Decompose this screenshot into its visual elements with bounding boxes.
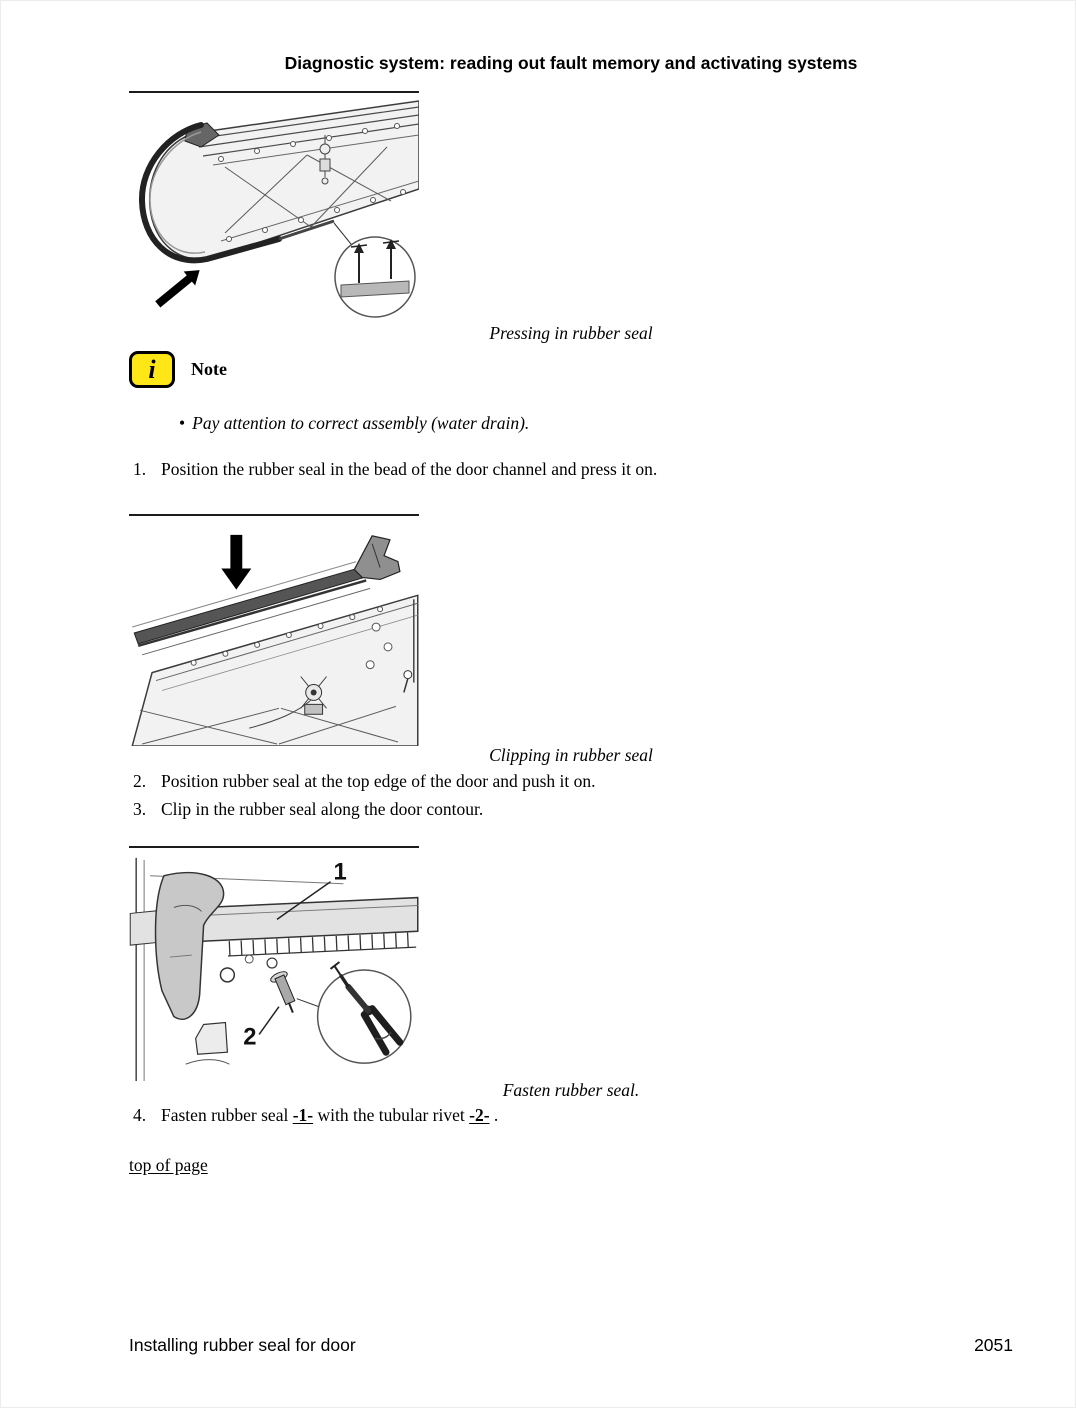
figure-caption: Fasten rubber seal.	[502, 1080, 640, 1100]
note-text: Pay attention to correct assembly (water…	[192, 413, 530, 433]
page-number: 2051	[974, 1335, 1013, 1355]
step-number: 2.	[133, 771, 147, 791]
door-body-drawing	[131, 594, 419, 746]
bullet-marker: •	[179, 413, 186, 433]
door-panel-drawing	[148, 100, 419, 260]
callout-link-1[interactable]: -1-	[292, 1105, 314, 1125]
step-text-part: .	[489, 1105, 499, 1125]
footer-section-title: Installing rubber seal for door	[129, 1335, 356, 1355]
note-bullet-item: • Pay attention to correct assembly (wate…	[179, 413, 529, 434]
step-text: Fasten rubber seal -1- with the tubular …	[161, 1105, 498, 1126]
top-of-page-link[interactable]: top of page	[129, 1155, 208, 1175]
window-regulator-detail	[319, 135, 331, 185]
window-regulator-detail	[249, 676, 327, 729]
rubber-seal-strip-drawing	[132, 535, 401, 656]
seal-end-cap	[154, 871, 225, 1021]
step-text: Clip in the rubber seal along the door c…	[161, 799, 484, 819]
door-seal-press-illustration	[138, 100, 419, 318]
callout-2-label: 2	[243, 1023, 256, 1050]
push-down-arrow-icon	[217, 532, 256, 594]
step-text: Position rubber seal at the top edge of …	[161, 771, 596, 791]
step-item: 2. Position rubber seal at the top edge …	[133, 771, 596, 792]
detail-inset-circle	[333, 222, 416, 318]
step-number: 4.	[133, 1105, 147, 1125]
seal-rib-comb	[227, 932, 417, 957]
door-seal-clip-illustration	[131, 532, 419, 746]
door-frame-drawing	[129, 857, 419, 1081]
figure-pressing-rubber-seal	[129, 91, 419, 319]
step-number: 3.	[133, 799, 147, 819]
step-text: Position the rubber seal in the bead of …	[161, 459, 658, 479]
tubular-rivet-drawing	[266, 957, 296, 1013]
note-block: i Note	[129, 351, 227, 388]
figure-caption: Pressing in rubber seal	[489, 323, 653, 343]
figure-clipping-rubber-seal	[129, 514, 419, 746]
step-item: 4. Fasten rubber seal -1- with the tubul…	[133, 1105, 498, 1126]
info-icon: i	[129, 351, 175, 388]
step-number: 1.	[133, 459, 147, 479]
door-seal-rivet-illustration: 1 2	[129, 857, 419, 1081]
callout-1-label: 1	[333, 859, 346, 886]
step-item: 1. Position the rubber seal in the bead …	[133, 459, 657, 480]
rubber-seal-drawing	[138, 122, 335, 264]
press-direction-arrow-icon	[152, 267, 203, 311]
note-label: Note	[191, 359, 227, 379]
page-title: Diagnostic system: reading out fault mem…	[284, 53, 858, 73]
rivet-pliers-inset-circle	[296, 961, 412, 1064]
callout-link-2[interactable]: -2-	[469, 1105, 490, 1125]
figure-caption: Clipping in rubber seal	[489, 745, 653, 765]
step-item: 3. Clip in the rubber seal along the doo…	[133, 799, 483, 820]
step-text-part: with the tubular rivet	[313, 1105, 470, 1125]
figure-fasten-rubber-seal: 1 2	[129, 846, 419, 1081]
page-footer: Installing rubber seal for door 2051	[129, 1335, 1013, 1356]
step-text-part: Fasten rubber seal	[161, 1105, 293, 1125]
